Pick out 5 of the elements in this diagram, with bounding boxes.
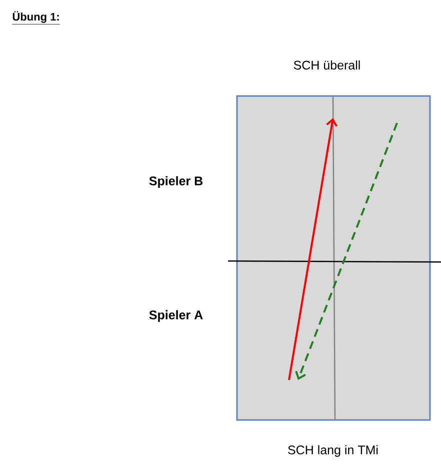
player-label: Spieler B: [149, 176, 202, 188]
title: Übung 1:: [12, 11, 60, 24]
player-label: Spieler A: [149, 310, 203, 322]
heading: SCH lang in TMi: [288, 445, 378, 457]
heading: SCH überall: [294, 60, 360, 70]
